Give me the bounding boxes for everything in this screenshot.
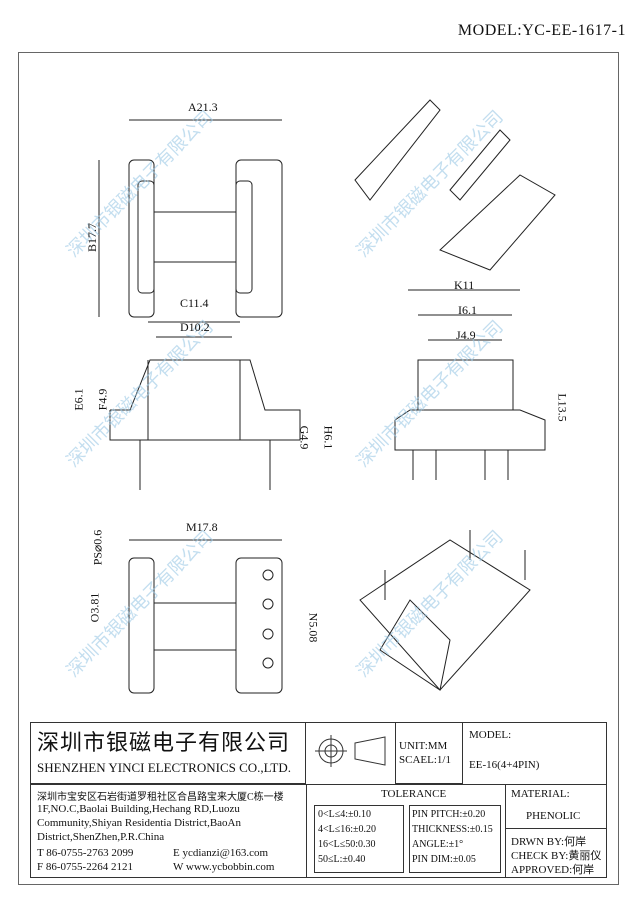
side-view	[109, 321, 301, 490]
dim-k: K11	[454, 278, 475, 292]
tol-left-2: 4<L≤16:±0.20	[318, 824, 377, 835]
tol-right-2: THICKNESS:±0.15	[412, 824, 493, 835]
bottom-view	[128, 539, 283, 694]
dim-l: L13.5	[555, 393, 570, 422]
tol-left-3: 16<L≤50:0.30	[318, 839, 376, 850]
top-view	[98, 119, 283, 318]
checked-by: CHECK BY:黄丽仪	[511, 850, 602, 862]
dim-g: G4.9	[297, 425, 312, 450]
tol-right-3: ANGLE:±1°	[412, 839, 464, 850]
tol-left-4: 50≤L:±0.40	[318, 854, 366, 865]
unit: UNIT:MM	[399, 740, 448, 752]
dim-o: O3.81	[87, 592, 102, 623]
model-value: EE-16(4+4PIN)	[469, 759, 540, 771]
phone: T 86-0755-2763 2099	[37, 847, 134, 859]
dim-a: A21.3	[188, 100, 218, 114]
address-en-3: District,ShenZhen,P.R.China	[37, 831, 165, 843]
approved-by: APPROVED:何岸	[511, 864, 595, 876]
model-header: MODEL:YC-EE-1617-1	[457, 22, 626, 39]
dim-c: C11.4	[180, 296, 209, 310]
dim-m: M17.8	[186, 520, 218, 534]
dim-b: B17.7	[85, 222, 100, 253]
fax: F 86-0755-2264 2121	[37, 861, 133, 873]
dim-h: H6.1	[321, 425, 336, 450]
front-view	[394, 289, 546, 480]
address-en-1: 1F,NO.C,Baolai Building,Hechang RD,Luozu	[37, 803, 240, 815]
isometric-bottom	[359, 530, 531, 691]
email[interactable]: E ycdianzi@163.com	[173, 847, 269, 859]
title-block: 深圳市银磁电子有限公司 SHENZHEN YINCI ELECTRONICS C…	[30, 722, 607, 878]
scale: SCAEL:1/1	[399, 754, 451, 766]
dim-j: J4.9	[456, 328, 476, 342]
dim-n: N5.08	[306, 612, 321, 643]
dim-p: PS⌀0.6	[90, 529, 105, 566]
address-en-2: Community,Shiyan Residentia District,Bao…	[37, 817, 241, 829]
dim-d: D10.2	[180, 320, 210, 334]
tolerance-title: TOLERANCE	[381, 788, 447, 800]
tol-left-1: 0<L≤4:±0.10	[318, 809, 372, 820]
isometric-top	[354, 99, 556, 271]
projection-symbol-icon	[315, 735, 386, 767]
drawn-by: DRWN BY:何岸	[511, 836, 587, 848]
drawing-frame	[18, 52, 619, 885]
material-value: PHENOLIC	[526, 810, 581, 822]
address-cn: 深圳市宝安区石岩街道罗租社区合昌路宝来大厦C栋一楼	[37, 792, 284, 803]
material-label: MATERIAL:	[511, 788, 570, 800]
dim-e: E6.1	[71, 388, 86, 411]
dim-i: I6.1	[458, 303, 477, 317]
company-cn: 深圳市银磁电子有限公司	[37, 730, 291, 755]
model-label: MODEL:	[469, 729, 512, 741]
tol-right-1: PIN PITCH:±0.20	[412, 809, 486, 820]
dim-f: F4.9	[95, 388, 110, 411]
company-en: SHENZHEN YINCI ELECTRONICS CO.,LTD.	[37, 760, 291, 775]
website[interactable]: W www.ycbobbin.com	[173, 861, 275, 873]
technical-drawings	[98, 99, 556, 694]
tol-right-4: PIN DIM:±0.05	[412, 854, 476, 865]
